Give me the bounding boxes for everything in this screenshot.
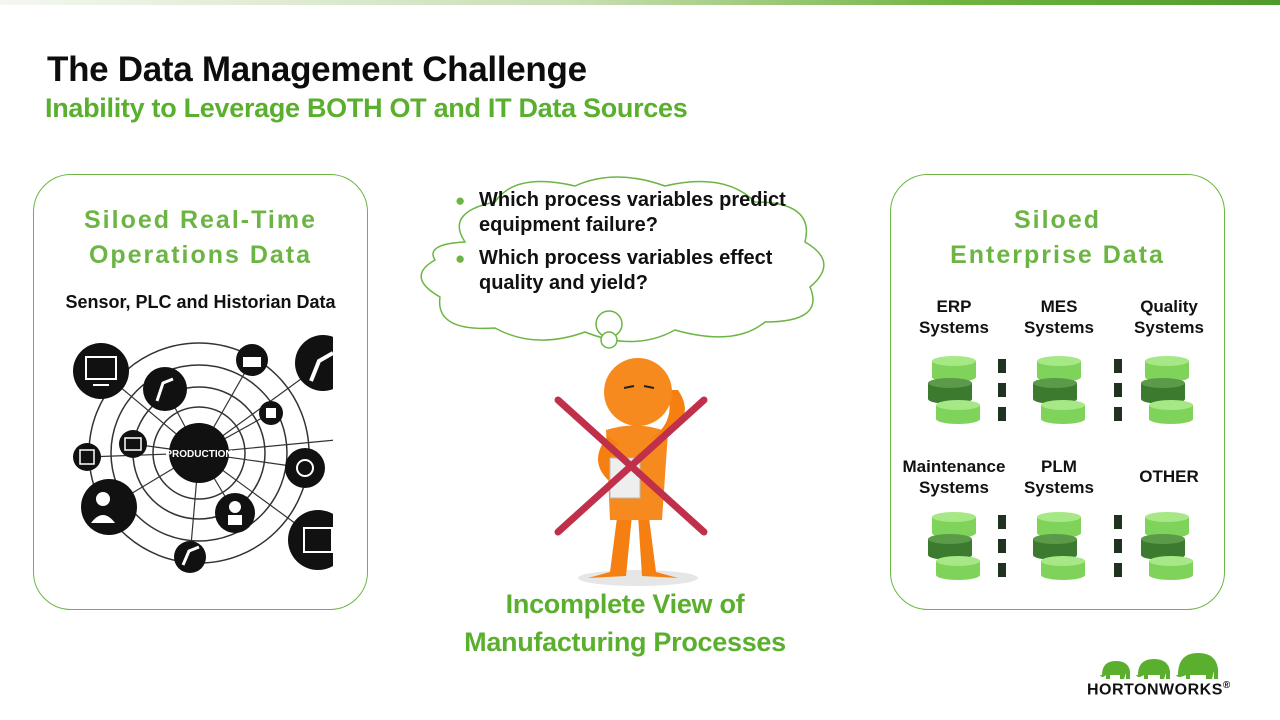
database-icon <box>1033 356 1085 424</box>
maintenance-systems-label: Maintenance Systems <box>891 456 1017 498</box>
cnc-machine-icon <box>288 510 333 570</box>
system-label-line1: Maintenance <box>902 457 1006 476</box>
conclusion-text: Incomplete View of Manufacturing Process… <box>420 585 830 661</box>
system-label-line2: Systems <box>919 318 989 337</box>
production-hub-label: PRODUCTION <box>165 449 232 460</box>
system-label-line2: Systems <box>919 478 989 497</box>
database-icon <box>928 356 980 424</box>
system-label-line2: Systems <box>1024 478 1094 497</box>
operations-data-heading: Siloed Real-Time Operations Data <box>34 203 367 273</box>
operations-heading-line2: Operations Data <box>88 241 313 269</box>
separator-bar <box>998 359 1006 421</box>
system-label-line2: Systems <box>1134 318 1204 337</box>
engineer-icon <box>215 493 255 533</box>
system-label-line1: Quality <box>1140 297 1198 316</box>
separator-bar <box>1114 515 1122 577</box>
system-label-line1: PLM <box>1041 457 1077 476</box>
enterprise-data-panel: Siloed Enterprise Data ERP Systems MES S… <box>890 174 1225 610</box>
top-accent-bar <box>0 0 1280 5</box>
robot-arm-icon <box>143 367 187 411</box>
confused-figure-illustration <box>554 358 708 586</box>
bullet-dot-icon: ● <box>455 249 466 268</box>
system-label-line2: Systems <box>1024 318 1094 337</box>
system-label-line1: ERP <box>936 297 972 316</box>
plm-systems-label: PLM Systems <box>1004 456 1114 498</box>
machine-icon <box>259 401 283 425</box>
database-icon <box>1033 512 1085 580</box>
database-icon <box>1141 512 1193 580</box>
slide-subtitle: Inability to Leverage BOTH OT and IT Dat… <box>45 93 688 123</box>
other-systems-label: OTHER <box>1114 466 1224 487</box>
hortonworks-logo-text: HORTONWORKS® <box>1087 680 1231 699</box>
factory-icon <box>236 344 268 376</box>
operations-data-panel: Siloed Real-Time Operations Data Sensor,… <box>33 174 368 610</box>
server-icon <box>73 443 101 471</box>
conclusion-line2: Manufacturing Processes <box>464 627 786 657</box>
welding-robot-icon <box>174 541 206 573</box>
enterprise-heading-line2: Enterprise Data <box>950 241 1165 269</box>
thought-bullet-text: Which process variables effect quality a… <box>479 247 773 294</box>
enterprise-heading-line1: Siloed <box>1013 206 1101 234</box>
thought-bullet-text: Which process variables predict equipmen… <box>479 189 786 236</box>
thought-cloud <box>420 176 825 349</box>
separator-bar <box>1114 359 1122 421</box>
database-icon <box>928 512 980 580</box>
mes-systems-label: MES Systems <box>1004 296 1114 338</box>
erp-systems-label: ERP Systems <box>899 296 1009 338</box>
hortonworks-elephants-logo <box>1100 653 1218 679</box>
separator-bar <box>998 515 1006 577</box>
conclusion-line1: Incomplete View of <box>505 589 745 619</box>
operations-heading-line1: Siloed Real-Time <box>84 206 317 234</box>
database-icon <box>1141 356 1193 424</box>
computer-icon <box>73 343 129 399</box>
red-cross-icon <box>554 396 708 536</box>
thought-bullet: ● Which process variables predict equipm… <box>455 188 795 238</box>
worker-chart-icon <box>81 479 137 535</box>
slide-title: The Data Management Challenge <box>47 50 587 89</box>
bullet-dot-icon: ● <box>455 191 466 210</box>
enterprise-data-heading: Siloed Enterprise Data <box>891 203 1224 273</box>
registered-mark: ® <box>1222 680 1231 691</box>
system-label-line1: MES <box>1040 297 1078 316</box>
production-network-diagram: PRODUCTION <box>73 335 333 573</box>
sensor-icon <box>285 448 325 488</box>
control-panel-icon <box>119 430 147 458</box>
system-label-line1: OTHER <box>1139 467 1199 486</box>
operations-data-caption: Sensor, PLC and Historian Data <box>65 292 336 312</box>
logo-wordmark: HORTONWORKS <box>1087 681 1223 699</box>
thought-bullet: ● Which process variables effect quality… <box>455 246 795 296</box>
industrial-robot-icon <box>295 335 333 391</box>
thought-bullets: ● Which process variables predict equipm… <box>455 188 795 304</box>
quality-systems-label: Quality Systems <box>1114 296 1224 338</box>
